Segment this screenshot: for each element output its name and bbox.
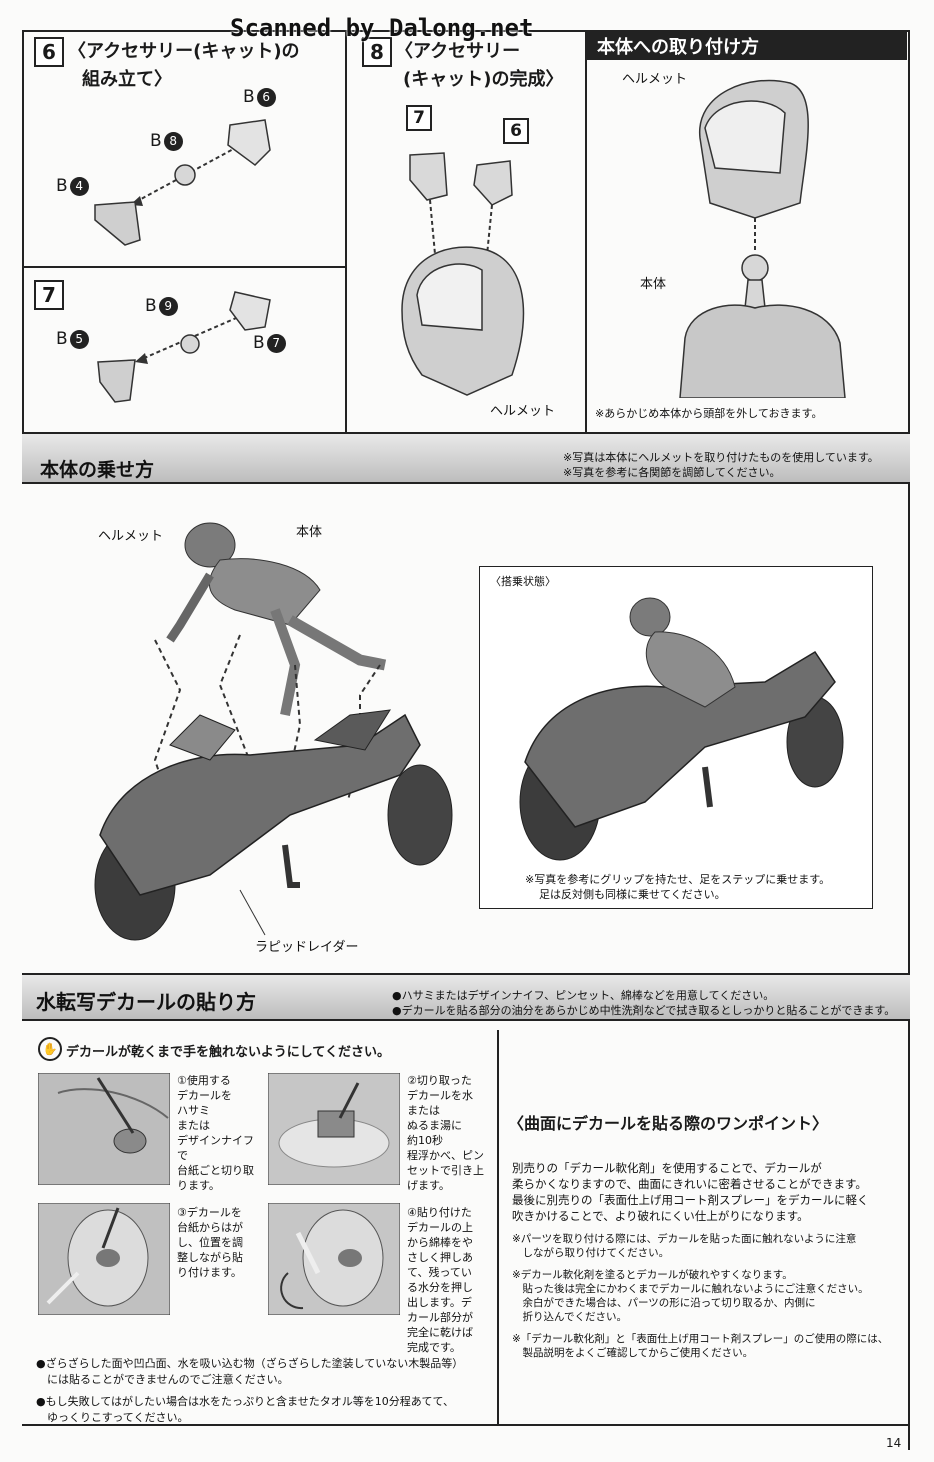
top-border [22, 30, 910, 32]
attach-body-label: 本体 [640, 277, 667, 292]
decal-step-1-image [38, 1073, 170, 1185]
ref-step-6: 6 [503, 118, 529, 144]
page-bottom-rule [22, 1424, 910, 1426]
step-number: 7 [34, 280, 64, 310]
decal-note: ●ハサミまたはデザインナイフ、ピンセット、綿棒などを用意してください。 [392, 989, 775, 1002]
decal-step-4-text: ④貼り付けた デカールの上 から綿棒をや さしく押しあ て、残ってい る水分を押… [407, 1206, 473, 1354]
decal-divider [497, 1030, 499, 1425]
page-number: 14 [886, 1436, 902, 1450]
decal-bottom-notes: ●ざらざらした面や凹凸面、水を吸い込む物（ざらざらした塗装していない木製品等） … [36, 1357, 464, 1424]
riding-helmet-label: ヘルメット [98, 529, 164, 544]
decal-step-4-image [268, 1203, 400, 1315]
left-border [22, 30, 24, 432]
decal-warning: デカールが乾くまで手を触れないようにしてください。 [66, 1045, 390, 1060]
riding-bike-label: ラピッドレイダー [255, 940, 359, 955]
riding-title: 本体の乗せ方 [40, 459, 155, 481]
helmet-diagram [401, 152, 525, 396]
decal-step-2-text: ②切り取った デカールを水 または ぬるま湯に 約10秒 程浮かべ、ピンセットで… [407, 1074, 484, 1192]
riding-state-title: 〈搭乗状態〉 [490, 575, 556, 588]
title-line-2: 組み立て〉 [82, 69, 172, 90]
riding-notes: ※写真は本体にヘルメットを取り付けたものを使用しています。 ※写真を参考に各関節… [563, 450, 879, 480]
step-title: 〈アクセサリー(キャット)の 組み立て〉 [68, 38, 300, 94]
riding-header [22, 432, 910, 484]
decal-header [22, 973, 910, 1021]
attach-diagram [679, 79, 846, 398]
tip-body: 別売りの「デカール軟化剤」を使用することで、デカールが 柔らかくなりますので、曲… [512, 1161, 869, 1223]
riding-note: ※写真を参考に各関節を調節してください。 [563, 466, 781, 479]
attach-helmet-label: ヘルメット [622, 72, 688, 87]
decal-step-2-image [268, 1073, 400, 1185]
decal-step-3-text: ③デカールを 台紙からはが し、位置を調 整しながら貼 り付けます。 [177, 1206, 243, 1279]
step-6-diagram [94, 119, 271, 246]
right-border [908, 30, 910, 1450]
title-line-2: (キャット)の完成〉 [403, 69, 564, 90]
decal-title: 水転写デカールの貼り方 [36, 990, 256, 1014]
riding-note: ※写真は本体にヘルメットを取り付けたものを使用しています。 [563, 451, 879, 464]
attach-note: ※あらかじめ本体から頭部を外しておきます。 [595, 407, 823, 420]
ref-step-7: 7 [406, 105, 432, 131]
riding-state-box: 〈搭乗状態〉 ※写真を参考にグリップを持たせ、足をステップに乗せます。 足は反対… [479, 566, 873, 909]
attach-title: 本体への取り付け方 [597, 37, 759, 58]
watermark: Scanned by Dalong.net [230, 14, 534, 42]
tip-title: 〈曲面にデカールを貼る際のワンポイント〉 [508, 1114, 829, 1133]
decal-step-3-image [38, 1203, 170, 1315]
decal-notes: ●ハサミまたはデザインナイフ、ピンセット、綿棒などを用意してください。 ●デカー… [392, 988, 895, 1018]
riding-state-notes: ※写真を参考にグリップを持たせ、足をステップに乗せます。 足は反対側も同様に乗せ… [525, 872, 830, 902]
step-number: 6 [34, 37, 64, 67]
helmet-label: ヘルメット [490, 404, 556, 419]
riding-body-label: 本体 [296, 525, 323, 540]
title-line-1: 〈アクセサリー [395, 41, 521, 62]
attach-header [587, 32, 907, 60]
riding-state-photo [519, 597, 844, 861]
state-note: ※写真を参考にグリップを持たせ、足をステップに乗せます。 [525, 873, 831, 886]
grid-line-h1 [22, 266, 346, 268]
state-note: 足は反対側も同様に乗せてください。 [539, 888, 726, 901]
step-title: 〈アクセサリー (キャット)の完成〉 [395, 38, 563, 94]
decal-note: ●デカールを貼る部分の油分をあらかじめ中性洗剤などで拭き取るとしっかりと貼ること… [392, 1004, 896, 1017]
step-number: 8 [362, 37, 392, 67]
grid-line-v2 [585, 30, 587, 432]
grid-line-v1 [345, 30, 347, 432]
decal-step-1-text: ①使用する デカールを ハサミ または デザインナイフで 台紙ごと切り取ります。 [177, 1074, 254, 1192]
title-line-1: 〈アクセサリー(キャット)の [68, 41, 300, 62]
no-touch-icon: ✋ [38, 1037, 62, 1061]
tip-notes: ※パーツを取り付ける際には、デカールを貼った面に触れないように注意 しながら取り… [512, 1233, 889, 1359]
step-7-diagram [97, 291, 271, 403]
riding-diagram [94, 522, 453, 941]
